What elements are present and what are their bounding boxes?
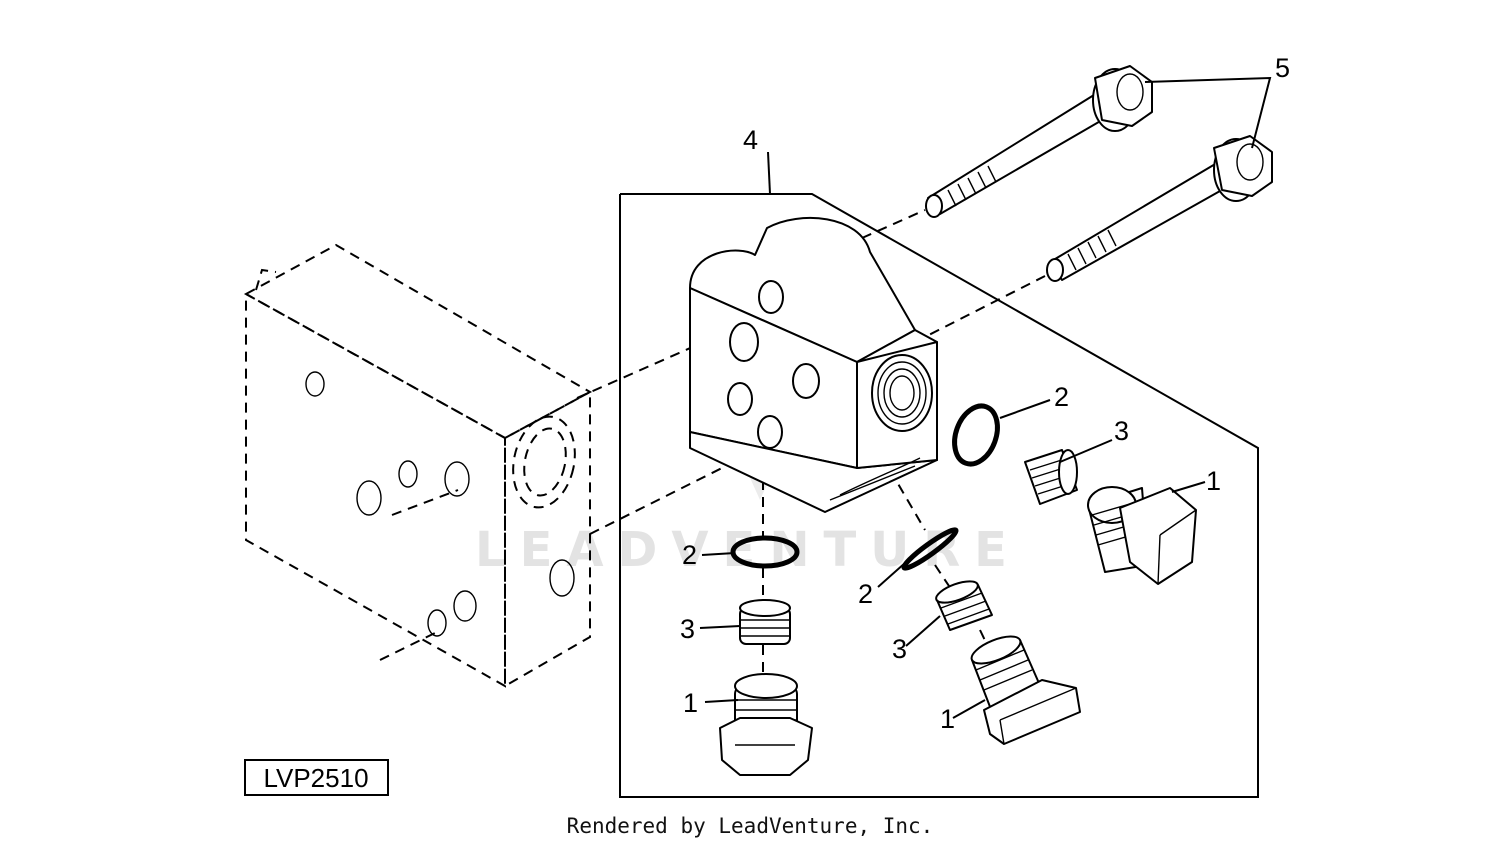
o-ring-right (952, 403, 1000, 467)
plug-left (739, 599, 791, 645)
o-ring-mid (901, 527, 959, 571)
callout-bolts: 5 (1275, 53, 1290, 83)
callout-oring-left: 2 (682, 540, 697, 570)
fitting-mid (970, 635, 1081, 745)
fitting-left (719, 673, 813, 776)
callout-block: 4 (743, 125, 758, 155)
callout-plug-right: 3 (1114, 416, 1129, 446)
callout-oring-mid: 2 (858, 579, 873, 609)
callout-plug-mid: 3 (892, 634, 907, 664)
callout-frame (619, 193, 1259, 798)
callout-labels: 5 4 2 3 1 2 3 1 2 3 1 (680, 53, 1290, 734)
valve-housing-dashed (243, 243, 593, 688)
figure-id: LVP2510 (263, 763, 368, 793)
figure-id-box: LVP2510 (244, 759, 389, 796)
plug-right (1024, 449, 1078, 505)
manifold-block (689, 217, 938, 513)
callout-fitting-left: 1 (683, 688, 698, 718)
flange-bolt-lower (1046, 135, 1273, 282)
render-credit: Rendered by LeadVenture, Inc. (566, 814, 934, 838)
flange-bolt-upper (925, 65, 1153, 218)
callout-fitting-mid: 1 (940, 704, 955, 734)
fitting-right (1087, 486, 1197, 585)
leader-lines (699, 76, 1272, 719)
callout-oring-right: 2 (1054, 382, 1069, 412)
callout-fitting-right: 1 (1206, 466, 1221, 496)
callout-plug-left: 3 (680, 614, 695, 644)
plug-mid (935, 580, 993, 631)
o-ring-left (730, 535, 800, 569)
